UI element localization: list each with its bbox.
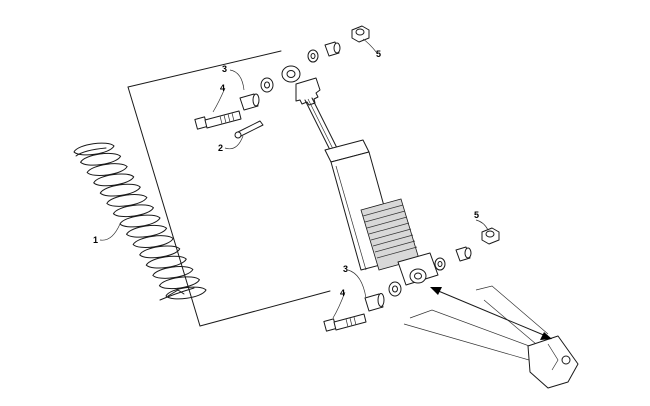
installation-arrow <box>430 287 552 340</box>
a-arm-outline <box>403 285 579 389</box>
callout-1: 1 <box>93 235 98 245</box>
shock-absorber <box>281 65 439 286</box>
lower-right-washers <box>434 246 472 271</box>
upper-sleeve <box>239 93 260 111</box>
lower-sleeve <box>364 293 385 312</box>
spring-grouping-frame-left <box>127 86 201 327</box>
callout-3-upper: 3 <box>222 64 227 74</box>
upper-nut <box>351 25 370 43</box>
upper-bushing-spacer <box>260 77 274 93</box>
upper-right-washers <box>307 41 341 63</box>
cotter-pin <box>234 120 264 139</box>
callout-3-lower: 3 <box>343 264 348 274</box>
spring-grouping-frame <box>127 50 282 88</box>
upper-bolt <box>194 110 242 130</box>
callout-4-lower: 4 <box>340 288 345 298</box>
spring-adjuster-threads <box>360 198 420 271</box>
spring-grouping-frame-bottom <box>199 290 331 327</box>
lower-nut <box>481 227 500 245</box>
callout-2: 2 <box>218 143 223 153</box>
coil-spring <box>73 142 207 301</box>
leader-lines <box>99 38 489 319</box>
lower-bushing-spacer <box>388 281 402 297</box>
lower-bolt <box>323 313 367 332</box>
callout-5-upper: 5 <box>376 49 381 59</box>
callout-4-upper: 4 <box>220 83 225 93</box>
callout-5-lower: 5 <box>474 210 479 220</box>
